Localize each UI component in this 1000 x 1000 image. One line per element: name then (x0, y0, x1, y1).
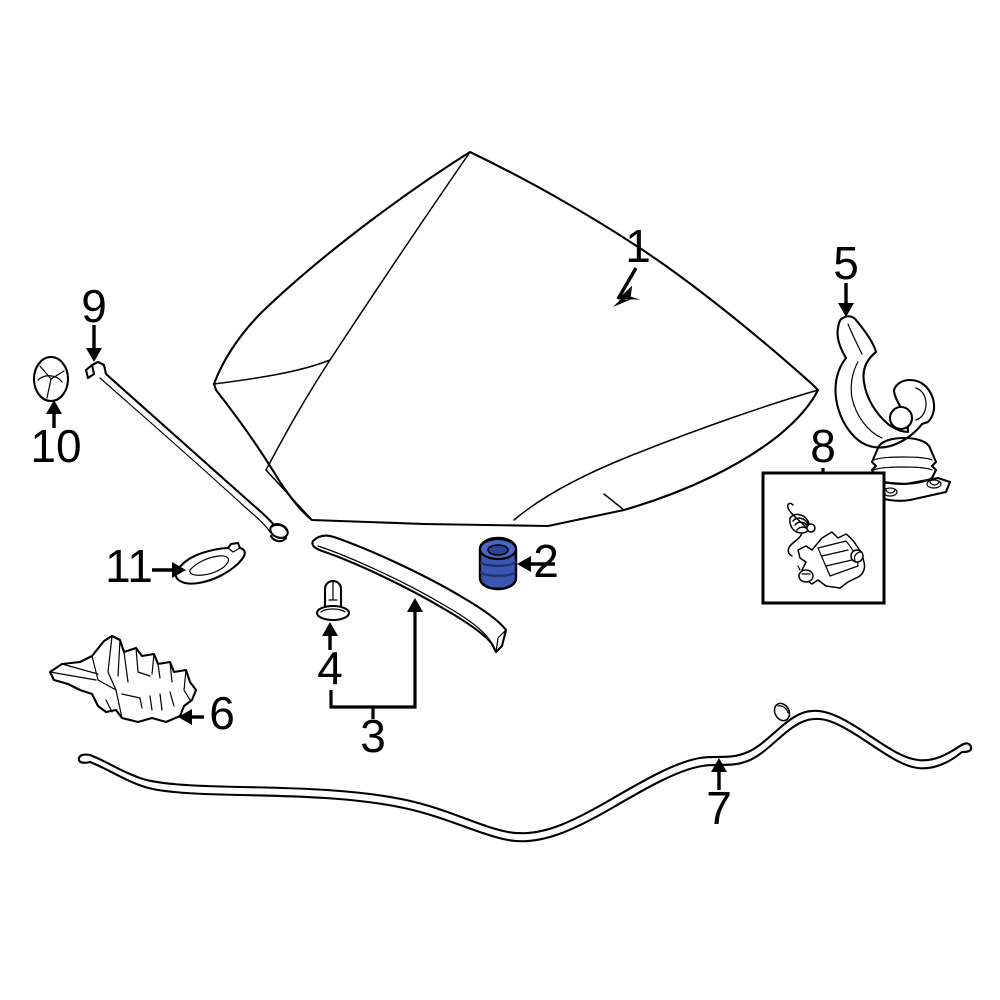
part-hood-bumper-stopper[interactable] (478, 536, 518, 591)
latch-actuator-body (797, 531, 866, 589)
part-hood-latch-assembly[interactable] (761, 471, 886, 605)
callout-leader-11 (152, 562, 186, 578)
callout-label-9: 9 (81, 280, 107, 332)
callout-leader-6 (178, 709, 204, 725)
callout-label-11: 11 (105, 540, 153, 592)
part-hood-release-handle[interactable] (48, 634, 198, 724)
callout-label-7: 7 (706, 782, 732, 834)
part-hood-prop-rod[interactable] (84, 360, 290, 543)
part-prop-rod-grommet[interactable] (32, 355, 70, 403)
callout-bracket-3 (329, 598, 423, 719)
callout-label-10: 10 (30, 420, 81, 472)
callout-leader-10 (46, 400, 62, 428)
callout-label-8: 8 (810, 420, 836, 472)
callout-label-4: 4 (317, 642, 343, 694)
callout-leader-4 (322, 622, 338, 650)
callout-label-5: 5 (833, 237, 859, 289)
callout-label-3: 3 (360, 710, 386, 762)
callout-label-2: 2 (533, 535, 559, 587)
callout-label-1: 1 (625, 220, 651, 272)
callout-leader-1 (613, 267, 641, 307)
callout-leader-2 (517, 556, 555, 572)
inset-box-frame (761, 471, 886, 605)
part-hood-seal-weatherstrip[interactable] (311, 534, 508, 654)
callout-label-6: 6 (209, 687, 235, 739)
part-hood-panel[interactable] (212, 150, 820, 528)
callout-leader-7 (711, 758, 727, 790)
callout-leader-5 (838, 283, 854, 317)
part-retainer-push-clip[interactable] (315, 579, 351, 622)
callout-leader-9 (86, 325, 102, 362)
part-hood-release-cable[interactable] (77, 701, 973, 843)
latch-spring (787, 502, 816, 557)
part-prop-rod-clip[interactable] (174, 541, 246, 585)
